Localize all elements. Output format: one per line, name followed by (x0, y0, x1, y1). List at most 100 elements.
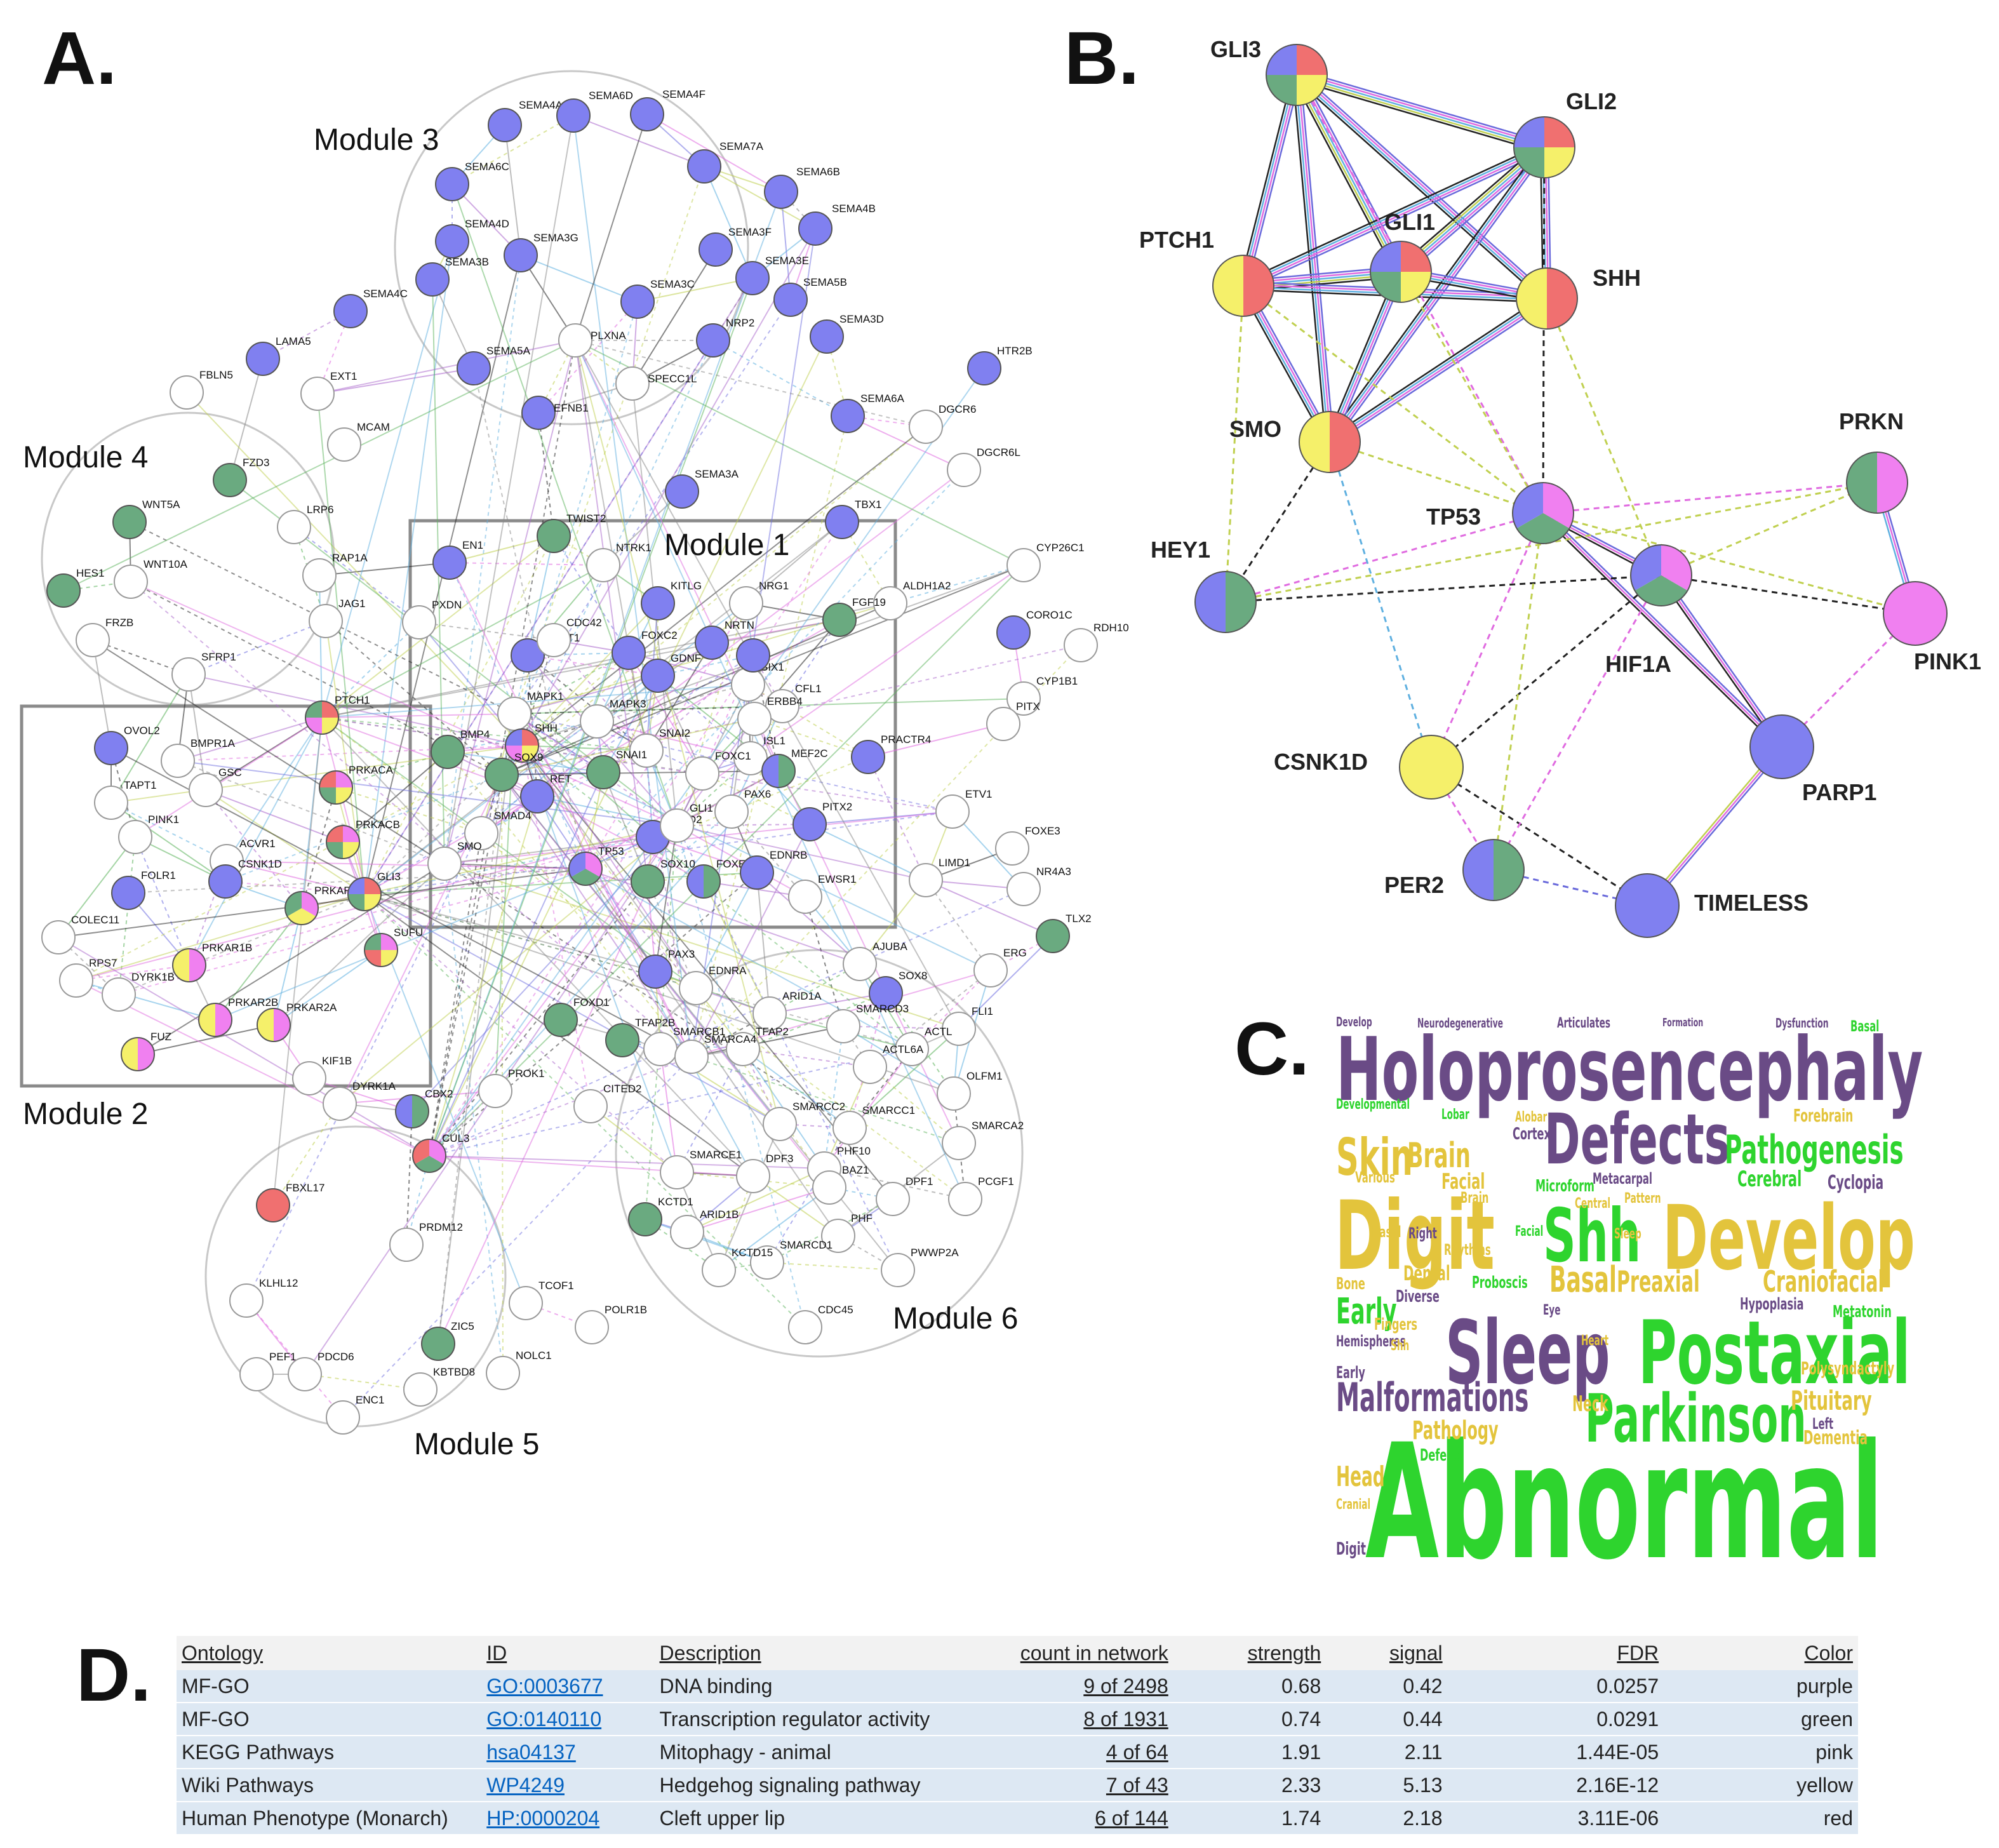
node-kbtbd8 (403, 1372, 438, 1407)
edge (731, 811, 806, 897)
node-label-sema6c: SEMA6C (465, 161, 509, 173)
node-kctd1 (628, 1202, 662, 1236)
node-smarcc2 (763, 1107, 797, 1141)
network-edges (58, 114, 1081, 1418)
word-alobar: Alobar (1515, 1109, 1547, 1125)
node-enc1 (326, 1400, 360, 1435)
edge (596, 684, 749, 722)
word-shh: Shh (1543, 1193, 1641, 1279)
edge (444, 836, 653, 864)
edge (647, 811, 732, 882)
node-label-limd1: LIMD1 (939, 857, 970, 869)
node-pitx (986, 707, 1020, 741)
node-cdc42 (537, 623, 571, 657)
edge (188, 674, 206, 791)
node-label-prkar1b: PRKAR1B (202, 942, 252, 954)
edge (1297, 69, 1546, 144)
edge (514, 652, 629, 714)
word-facial: Facial (1441, 1169, 1485, 1195)
edge (58, 836, 136, 938)
node-practr4 (851, 740, 885, 774)
cell-ontology: Wiki Pathways (177, 1769, 482, 1802)
node-sox10 (631, 864, 665, 899)
edge (1241, 143, 1544, 283)
cell-id-link[interactable]: WP4249 (481, 1769, 655, 1802)
node-prkacb (326, 825, 360, 859)
word-pathology: Pathology (1412, 1415, 1499, 1445)
edge (1328, 441, 1433, 768)
node-cdc45 (788, 1310, 822, 1344)
node-label-bmpr1a: BMPR1A (191, 737, 236, 749)
cell-ontology: MF-GO (177, 1670, 482, 1703)
cell-id-link[interactable]: GO:0140110 (481, 1703, 655, 1736)
edge (137, 863, 445, 1055)
word-abnormal: Abnormal (1365, 1410, 1883, 1595)
node-specc1l (615, 366, 650, 401)
node-label-ret: RET (550, 773, 572, 785)
edge (321, 565, 604, 718)
edge (718, 1187, 830, 1271)
node-label-phf10: PHF10 (837, 1145, 871, 1157)
word-early: Early (1336, 1363, 1365, 1383)
edge (321, 717, 647, 751)
cell-id-link[interactable]: hsa04137 (481, 1736, 655, 1769)
cell-id-link[interactable]: HP:0000204 (481, 1802, 655, 1835)
node-prkar1b (172, 948, 206, 982)
node-label-sema5b: SEMA5B (803, 276, 847, 288)
edge (747, 684, 869, 758)
node-foxc1 (685, 756, 719, 791)
edge (110, 802, 226, 882)
node-sfrp1 (171, 657, 206, 692)
column-header-id: ID (481, 1636, 655, 1670)
node-nrtn (695, 626, 729, 660)
node-label-prkacb: PRKACB (356, 819, 400, 831)
node-b-hif1a (1630, 544, 1692, 606)
node-label-ovol2: OVOL2 (124, 725, 160, 737)
edge (756, 872, 770, 1014)
edge (1225, 481, 1878, 603)
node-label-sema6a: SEMA6A (860, 392, 905, 405)
edge (438, 825, 678, 1344)
edge (585, 756, 869, 869)
cell-count: 8 of 1931 (990, 1703, 1173, 1736)
node-label-colec11: COLEC11 (71, 914, 119, 926)
node-label-practr4: PRACTR4 (881, 733, 931, 746)
node-label-cited2: CITED2 (603, 1083, 641, 1095)
node-fzd3 (213, 463, 247, 497)
node-tcof1 (509, 1286, 543, 1320)
node-label-tbx1: TBX1 (855, 499, 882, 511)
edge (130, 581, 678, 826)
node-ednrb (740, 855, 774, 890)
node-tapt1 (94, 786, 128, 820)
node-b-label-gli2: GLI2 (1566, 88, 1617, 114)
node-label-folr1: FOLR1 (141, 869, 176, 881)
node-erg (973, 953, 1008, 988)
edge (849, 1028, 959, 1128)
edge (449, 562, 586, 869)
node-label-cdc42: CDC42 (566, 617, 602, 629)
cell-count: 7 of 43 (990, 1769, 1173, 1802)
node-prkar2a (257, 1008, 291, 1042)
cell-color: red (1664, 1802, 1858, 1835)
node-smarcd1 (750, 1245, 784, 1280)
node-label-sema7a: SEMA7A (719, 140, 764, 152)
edge (293, 526, 420, 623)
edge (1242, 145, 1544, 286)
word-left: Left (1812, 1414, 1833, 1433)
word-preaxial: Preaxial (1617, 1265, 1700, 1299)
node-prkaca (319, 770, 353, 805)
node-label-cyp26c1: CYP26C1 (1036, 542, 1085, 554)
edge (1246, 76, 1302, 287)
word-fingers: Fingers (1374, 1315, 1417, 1334)
node-gli3 (347, 877, 382, 911)
edge (756, 872, 860, 965)
cell-id-link[interactable]: GO:0003677 (481, 1670, 655, 1703)
node-label-sfrp1: SFRP1 (201, 651, 236, 663)
node-b-label-csnk1d: CSNK1D (1274, 749, 1368, 775)
node-label-kif1b: KIF1B (322, 1055, 352, 1067)
module-5-label: Module 5 (414, 1428, 539, 1461)
edge (364, 603, 747, 895)
node-label-ewsr1: EWSR1 (818, 873, 856, 885)
edge (596, 721, 751, 759)
